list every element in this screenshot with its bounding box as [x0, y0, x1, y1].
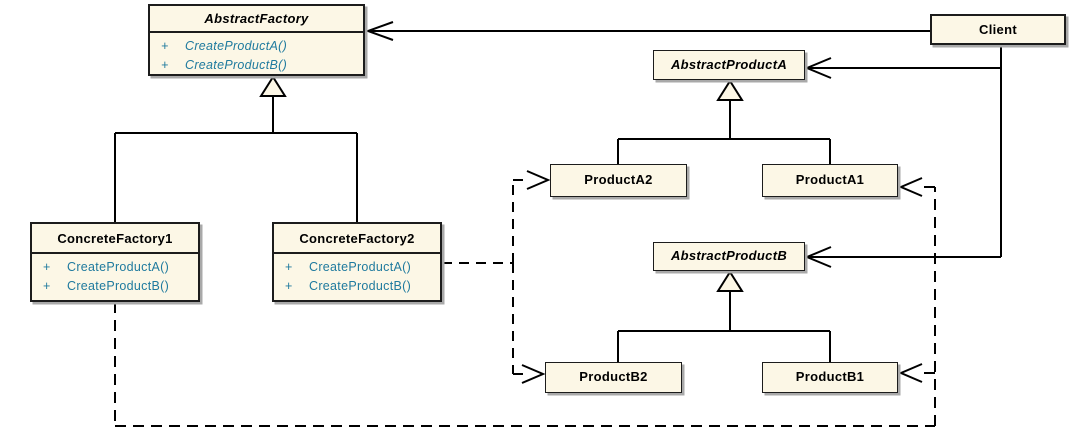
- class-title: ProductB1: [795, 369, 865, 384]
- generalization-products-a: [617, 79, 831, 164]
- method-name: CreateProductA(): [67, 260, 170, 274]
- generalization-factories: [114, 75, 358, 222]
- class-methods: + CreateProductA() + CreateProductB(): [32, 254, 198, 296]
- method-name: CreateProductB(): [67, 279, 170, 293]
- method-name: CreateProductB(): [185, 58, 288, 72]
- open-arrowhead-icon: [898, 177, 923, 197]
- class-abstract-product-a[interactable]: AbstractProductA: [653, 50, 805, 80]
- open-arrowhead-icon: [526, 170, 551, 190]
- class-concrete-factory2[interactable]: ConcreteFactory2 + CreateProductA() + Cr…: [272, 222, 442, 302]
- method-name: CreateProductB(): [309, 279, 412, 293]
- generalization-products-b: [617, 270, 831, 362]
- class-methods: + CreateProductA() + CreateProductB(): [274, 254, 440, 296]
- class-product-a2[interactable]: ProductA2: [550, 164, 687, 197]
- class-product-b1[interactable]: ProductB1: [762, 362, 898, 393]
- open-arrowhead-icon: [365, 21, 394, 41]
- method-create-product-a: + CreateProductA(): [32, 258, 198, 277]
- class-product-b2[interactable]: ProductB2: [545, 362, 682, 393]
- visibility-plus: +: [285, 279, 293, 293]
- assoc-client-abstractfactory: [365, 21, 930, 41]
- class-client[interactable]: Client: [930, 14, 1066, 45]
- class-title: ProductA1: [795, 172, 865, 187]
- method-create-product-b: + CreateProductB(): [150, 56, 363, 75]
- class-abstract-factory[interactable]: AbstractFactory + CreateProductA() + Cre…: [148, 4, 365, 76]
- visibility-plus: +: [285, 260, 293, 274]
- visibility-plus: +: [43, 279, 51, 293]
- open-arrowhead-icon: [804, 57, 832, 79]
- visibility-plus: +: [43, 260, 51, 274]
- open-arrowhead-icon: [898, 363, 923, 383]
- class-title: ConcreteFactory2: [274, 224, 440, 254]
- inheritance-triangle-icon: [716, 79, 744, 101]
- assoc-client-products: [804, 45, 1002, 268]
- class-title: AbstractProductA: [670, 57, 788, 72]
- class-product-a1[interactable]: ProductA1: [762, 164, 898, 197]
- open-arrowhead-icon: [804, 246, 832, 268]
- visibility-plus: +: [161, 39, 169, 53]
- class-abstract-product-b[interactable]: AbstractProductB: [653, 242, 805, 271]
- class-title: ProductA2: [584, 172, 653, 187]
- method-name: CreateProductA(): [309, 260, 412, 274]
- dependency-concretefactory2: [442, 170, 551, 384]
- inheritance-triangle-icon: [259, 75, 287, 97]
- dependency-concretefactory1: [114, 177, 936, 427]
- class-title: Client: [979, 22, 1017, 37]
- method-create-product-b: + CreateProductB(): [274, 277, 440, 296]
- open-arrowhead-icon: [521, 364, 546, 384]
- visibility-plus: +: [161, 58, 169, 72]
- class-title: ConcreteFactory1: [32, 224, 198, 254]
- inheritance-triangle-icon: [716, 270, 744, 292]
- class-title: AbstractProductB: [670, 248, 788, 263]
- class-methods: + CreateProductA() + CreateProductB(): [150, 33, 363, 75]
- class-title: ProductB2: [579, 369, 648, 384]
- class-title: AbstractFactory: [150, 6, 363, 33]
- method-create-product-a: + CreateProductA(): [274, 258, 440, 277]
- method-name: CreateProductA(): [185, 39, 288, 53]
- method-create-product-b: + CreateProductB(): [32, 277, 198, 296]
- class-concrete-factory1[interactable]: ConcreteFactory1 + CreateProductA() + Cr…: [30, 222, 200, 302]
- method-create-product-a: + CreateProductA(): [150, 37, 363, 56]
